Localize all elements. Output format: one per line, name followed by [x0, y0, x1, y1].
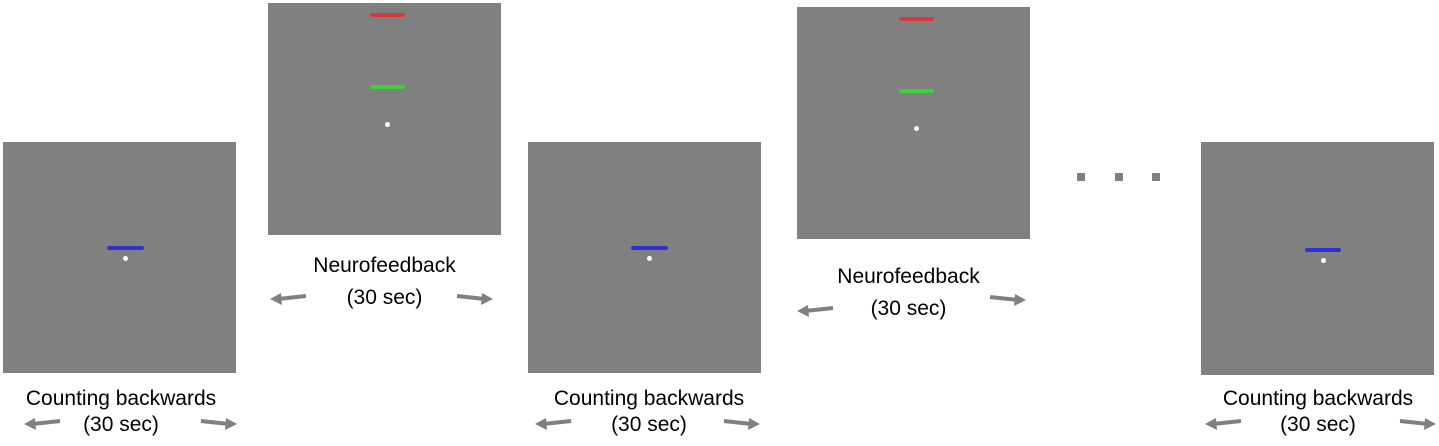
counting-screen-1	[3, 142, 236, 373]
counting-screen-3	[1201, 142, 1434, 375]
fixation-dot	[123, 256, 128, 261]
fixation-dot	[914, 126, 919, 131]
ellipsis-dot	[1077, 173, 1085, 181]
fixation-dot	[1321, 258, 1326, 263]
fixation-dot	[647, 256, 652, 261]
block-label-line1: Neurofeedback	[313, 254, 456, 277]
block-label-line1: Counting backwards	[1222, 387, 1414, 410]
baseline-bar	[1305, 248, 1341, 252]
block-label-2: Neurofeedback (30 sec)	[268, 253, 501, 311]
block-label-line2: (30 sec)	[1280, 413, 1356, 436]
ellipsis-dot	[1152, 173, 1160, 181]
neurofeedback-screen-1	[268, 3, 501, 235]
arrow-right-icon	[989, 294, 1026, 306]
arrow-left-icon	[24, 418, 61, 430]
block-label-line1: Counting backwards	[553, 387, 745, 410]
neurofeedback-screen-2	[797, 7, 1030, 239]
block-label-5: Counting backwards (30 sec)	[1197, 386, 1439, 438]
arrow-left-icon	[1205, 418, 1242, 430]
arrow-left-icon	[797, 305, 834, 317]
fixation-dot	[385, 122, 390, 127]
block-label-3: Counting backwards (30 sec)	[528, 386, 770, 438]
block-label-line2: (30 sec)	[870, 297, 947, 320]
arrow-right-icon	[200, 418, 237, 430]
block-label-line2: (30 sec)	[83, 413, 159, 436]
block-label-1: Counting backwards (30 sec)	[0, 386, 242, 438]
baseline-bar	[107, 246, 144, 250]
block-label-line1: Counting backwards	[25, 387, 217, 410]
arrow-right-icon	[456, 293, 493, 305]
arrow-right-icon	[1399, 418, 1436, 430]
target-bar	[370, 13, 405, 17]
arrow-left-icon	[270, 293, 307, 305]
arrow-right-icon	[723, 418, 760, 430]
target-bar	[899, 17, 934, 21]
feedback-bar	[899, 89, 934, 93]
arrow-left-icon	[535, 418, 572, 430]
baseline-bar	[631, 246, 668, 250]
feedback-bar	[370, 85, 405, 89]
block-label-line2: (30 sec)	[611, 413, 687, 436]
block-label-line1: Neurofeedback	[837, 265, 980, 288]
block-label-4: Neurofeedback (30 sec)	[792, 264, 1025, 322]
block-label-line2: (30 sec)	[346, 286, 423, 309]
ellipsis-dot	[1115, 173, 1123, 181]
counting-screen-2	[528, 142, 761, 373]
